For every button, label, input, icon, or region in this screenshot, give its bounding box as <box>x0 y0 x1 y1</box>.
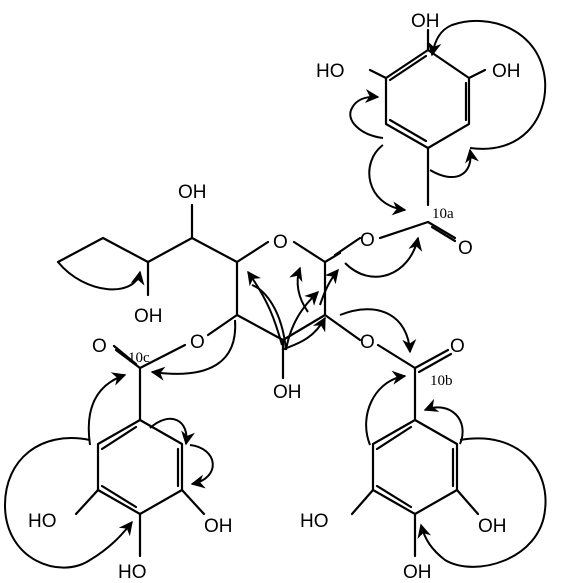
arrow-sugar-up <box>247 270 283 346</box>
arrow-ring-b-big-loop <box>417 437 547 568</box>
galloyl-ring-b <box>350 418 480 558</box>
galloyl-ring-c <box>74 418 206 558</box>
side-chain-oh-top: OH <box>178 182 207 203</box>
galloyl-ring-a <box>368 28 487 207</box>
ring-b-oh-bottom: OH <box>403 562 432 583</box>
arrow-ring-a-to-c <box>429 148 479 179</box>
ring-c-oh-left: HO <box>28 511 57 532</box>
sugar-oh-bottom: OH <box>273 382 302 403</box>
arrow-ring-b-inner <box>423 398 464 445</box>
sugar-ring-o: O <box>273 232 288 253</box>
arrow-side-chain-loop <box>57 261 145 291</box>
ring-b-oh-right: OH <box>478 516 507 537</box>
ester-a-carbonyl-o: O <box>458 238 473 259</box>
ring-b-oh-left: HO <box>300 511 329 532</box>
ring-a-oh-left: HO <box>316 61 345 82</box>
carbon-10b-label: 10b <box>430 373 453 389</box>
arrow-h-to-10b <box>339 308 417 354</box>
ester-b-carbonyl-o: O <box>450 336 465 357</box>
ring-a-oh-top: OH <box>411 11 440 32</box>
ring-c-oh-bottom: HO <box>118 562 147 583</box>
arrow-h1-to-10a <box>344 236 423 278</box>
ester-c-link-o: O <box>190 332 205 353</box>
arrow-h-to-c2 <box>281 316 326 351</box>
ring-c-oh-right: OH <box>204 516 233 537</box>
sugar-ring <box>206 240 362 380</box>
side-chain-oh-bottom: OH <box>134 306 163 327</box>
arrow-h-to-c3 <box>289 266 309 313</box>
arrow-h-to-c5 <box>319 268 339 306</box>
ester-c <box>112 343 187 422</box>
ester-c-carbonyl-o: O <box>92 336 107 357</box>
ester-b-link-o: O <box>360 332 375 353</box>
arrow-sugar-to-c4 <box>251 284 319 351</box>
ester-a <box>333 220 457 257</box>
arrow-sugar-to-10c <box>150 319 237 381</box>
ester-b <box>376 343 453 422</box>
side-chain <box>56 203 239 297</box>
arrow-ring-c-inner <box>149 417 195 446</box>
arrow-ring-a-big-loop <box>427 20 547 150</box>
ring-a-oh-right: OH <box>492 61 521 82</box>
arrow-ring-c-right <box>189 444 214 489</box>
arrow-ring-c-to-10c <box>87 372 127 446</box>
arrow-ring-a-to-10a <box>368 144 407 216</box>
hmbc-arrows <box>3 20 547 569</box>
arrow-ring-c-big-loop <box>3 437 133 569</box>
carbon-10a-label: 10a <box>432 206 454 222</box>
carbon-10c-label: 10c <box>128 350 150 366</box>
arrow-ring-a-left-loop <box>349 89 384 139</box>
arrow-ring-b-to-10b <box>365 370 407 446</box>
ester-a-link-o: O <box>360 230 375 251</box>
